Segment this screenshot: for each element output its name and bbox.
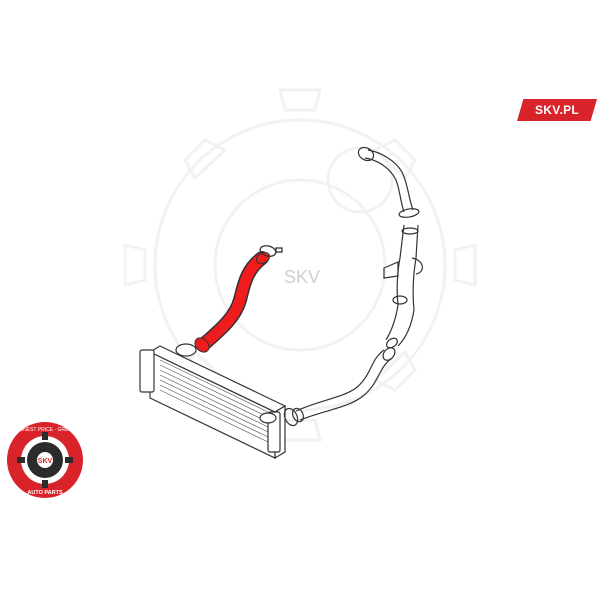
logo-ring-text-bottom: AUTO PARTS bbox=[27, 490, 63, 496]
brand-tag: SKV.PL bbox=[517, 99, 597, 121]
pipe-icon bbox=[357, 146, 423, 349]
charge-air-hose-lower bbox=[283, 347, 396, 427]
watermark-text: SKV bbox=[284, 267, 320, 287]
clamp-icon bbox=[259, 245, 283, 257]
intercooler-icon bbox=[139, 343, 287, 460]
charge-air-hose-highlighted bbox=[194, 251, 271, 353]
logo-ring-text-top: HONEST PRICE · GREAT bbox=[16, 427, 75, 433]
logo-center-text: SKV bbox=[38, 458, 53, 465]
skv-logo-icon: SKV HONEST PRICE · GREAT AUTO PARTS bbox=[7, 422, 83, 498]
